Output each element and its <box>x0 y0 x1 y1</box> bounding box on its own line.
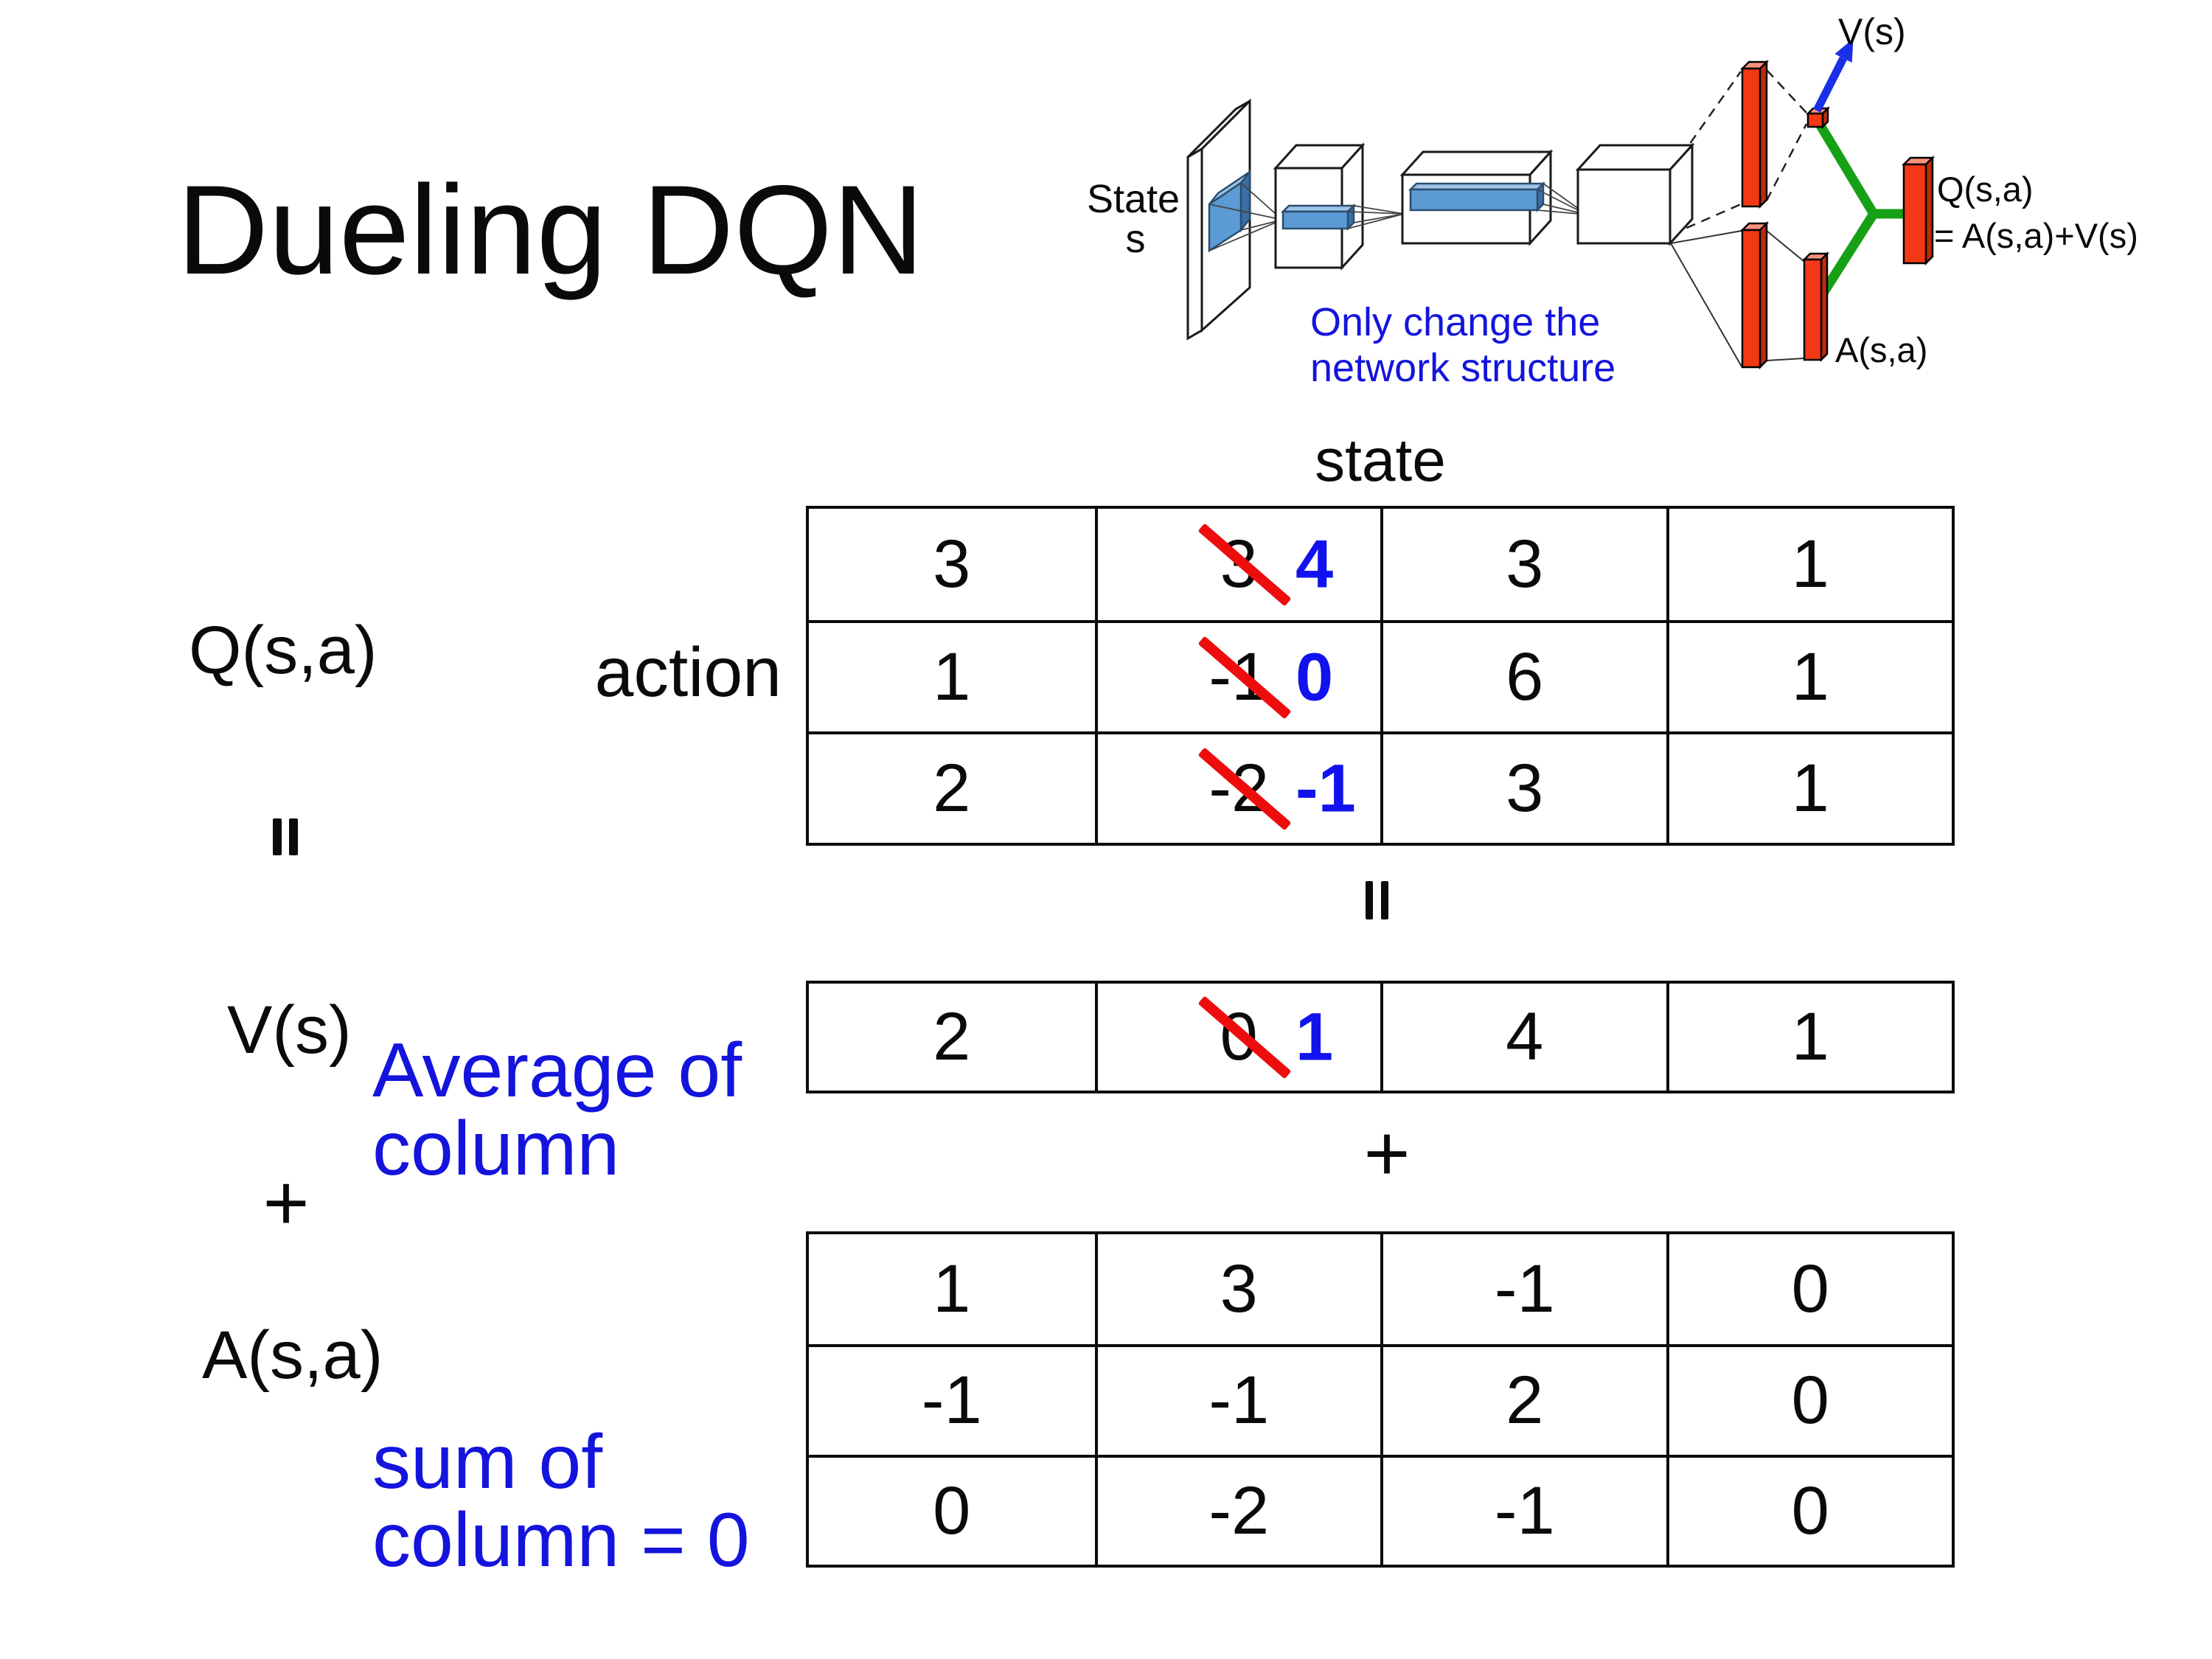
fc-bar-bottom <box>1739 220 1770 370</box>
equals-bar <box>289 818 298 855</box>
v-cell: 1 <box>1666 984 1952 1091</box>
cell-value: 1 <box>1791 751 1829 826</box>
plus-sign-mid: + <box>1363 1108 1411 1197</box>
q-cell-corrected: -1 0 <box>1094 620 1380 731</box>
cell-value: -1 <box>1494 1251 1555 1327</box>
diagram-q-label-line2: = A(s,a)+V(s) <box>1934 216 2138 255</box>
conv-box-4 <box>1575 142 1695 246</box>
q-cell: 1 <box>1666 731 1952 843</box>
a-cell: 0 <box>809 1454 1095 1565</box>
a-term-label: A(s,a) <box>202 1318 383 1393</box>
plus-sign-left: + <box>262 1158 310 1247</box>
a-cell: -2 <box>1094 1454 1380 1565</box>
q-cell: 6 <box>1380 620 1666 731</box>
cell-value: 2 <box>1506 1363 1544 1439</box>
fan-lines-2 <box>1347 205 1405 229</box>
cell-value: 1 <box>933 639 971 714</box>
a-cell: -1 <box>1094 1344 1380 1455</box>
q-cell: 1 <box>809 620 1095 731</box>
diagram-state-s: s <box>1126 217 1146 261</box>
a-cell: -1 <box>1380 1454 1666 1565</box>
q-output-bar <box>1901 155 1935 266</box>
v-table: 2 0 1 4 1 <box>806 981 1955 1093</box>
cell-value: 3 <box>1506 526 1544 602</box>
a-cell: 0 <box>1666 1234 1952 1345</box>
new-value: -1 <box>1295 751 1356 826</box>
cell-value: 0 <box>1791 1251 1829 1327</box>
new-value: 1 <box>1295 999 1334 1074</box>
a-cell: -1 <box>1380 1234 1666 1345</box>
conv-filter-1 <box>1208 169 1251 253</box>
a-cell: -1 <box>809 1344 1095 1454</box>
a-cell: 3 <box>1094 1234 1381 1345</box>
q-cell: 1 <box>1666 620 1952 731</box>
a-table: 1 3 -1 0 -1 -1 2 0 0 -2 -1 0 <box>806 1231 1955 1568</box>
advantage-bar <box>1801 251 1830 363</box>
feature-slab-2 <box>1280 203 1357 232</box>
cell-value: 3 <box>1220 1251 1258 1327</box>
page-title: Dueling DQN <box>177 159 925 301</box>
cell-value: 1 <box>1791 639 1829 714</box>
diagram-state-label: State <box>1087 177 1180 221</box>
diagram-q-label-line1: Q(s,a) <box>1937 170 2034 209</box>
v-cell: 4 <box>1380 984 1666 1091</box>
a-cell: 0 <box>1666 1344 1952 1455</box>
state-header: state <box>1315 427 1446 494</box>
cell-value: -1 <box>1494 1472 1555 1548</box>
q-cell: 2 <box>809 731 1095 843</box>
cell-value: -1 <box>921 1363 982 1439</box>
sum-note: sum of column = 0 <box>372 1419 750 1584</box>
new-value: 4 <box>1295 526 1334 602</box>
a-cell: 1 <box>809 1234 1095 1344</box>
cell-value: 1 <box>1791 526 1829 602</box>
fc-bar-top <box>1739 59 1770 209</box>
cell-value: 6 <box>1506 639 1544 714</box>
cell-value: 0 <box>1791 1363 1829 1439</box>
equals-bar <box>1366 881 1373 919</box>
diagram-a-label: A(s,a) <box>1835 330 1927 369</box>
cell-value: 0 <box>933 1472 971 1548</box>
q-cell: 1 <box>1666 509 1952 620</box>
q-table: 3 3 4 3 1 1 -1 0 6 1 2 -2 -1 3 1 <box>806 506 1955 846</box>
dueling-network-diagram: State s V(s) Q(s,a) = A(s,a)+V(s) A(s,a)… <box>1087 11 2138 390</box>
cell-value: 3 <box>933 526 971 602</box>
solid-connections <box>1670 230 1804 367</box>
equals-bar <box>1381 881 1388 919</box>
equals-rotated-left <box>273 818 298 855</box>
q-cell: 3 <box>1380 731 1666 843</box>
equals-bar <box>273 818 282 855</box>
v-term-label: V(s) <box>227 992 352 1068</box>
q-term-label: Q(s,a) <box>189 613 378 688</box>
a-cell: 0 <box>1666 1454 1952 1565</box>
cell-value: 1 <box>933 1251 971 1327</box>
new-value: 0 <box>1295 639 1334 714</box>
cell-value: 2 <box>933 999 971 1074</box>
cell-value: 2 <box>933 751 971 826</box>
equals-rotated-mid <box>1366 881 1388 919</box>
q-cell-corrected: -2 -1 <box>1094 731 1380 843</box>
cell-value: 3 <box>1506 751 1544 826</box>
value-arrow-icon <box>1813 38 1854 113</box>
average-note: Average of column <box>372 1028 742 1192</box>
cell-value: 1 <box>1791 999 1829 1074</box>
diagram-v-label: V(s) <box>1838 11 1906 52</box>
v-cell: 2 <box>809 984 1095 1091</box>
v-cell-corrected: 0 1 <box>1094 984 1381 1091</box>
q-cell: 3 <box>1380 509 1666 620</box>
q-cell: 3 <box>809 509 1095 620</box>
cell-value: -2 <box>1208 1472 1270 1548</box>
cell-value: -1 <box>1208 1363 1270 1439</box>
feature-slab-3 <box>1408 181 1546 213</box>
diagram-note-line2: network structure <box>1310 346 1615 390</box>
q-cell-corrected: 3 4 <box>1094 509 1381 620</box>
diagram-note-line1: Only change the <box>1310 300 1600 344</box>
cell-value: 4 <box>1506 999 1544 1074</box>
a-cell: 2 <box>1380 1344 1666 1455</box>
cell-value: 0 <box>1791 1472 1829 1548</box>
action-header: action <box>594 633 782 712</box>
